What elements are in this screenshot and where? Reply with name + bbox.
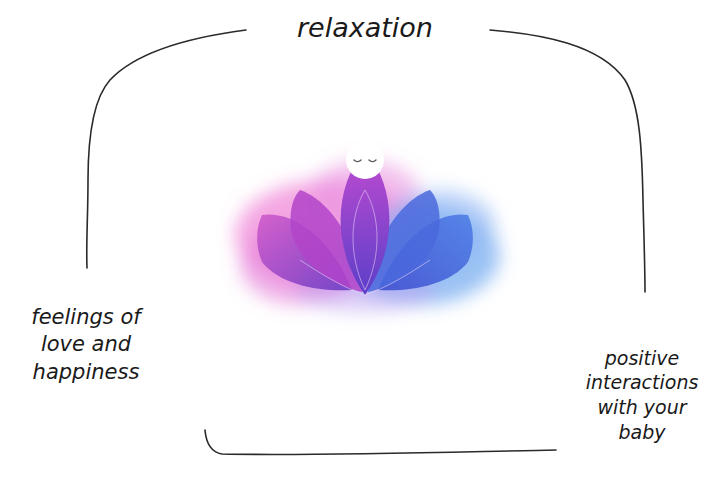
cycle-label: positive interactions with your baby [577, 346, 707, 445]
cycle-line [87, 30, 645, 455]
cycle-label: feelings of love and happiness [16, 304, 156, 386]
cycle-label: relaxation [297, 10, 433, 45]
lotus-figure [257, 141, 473, 295]
